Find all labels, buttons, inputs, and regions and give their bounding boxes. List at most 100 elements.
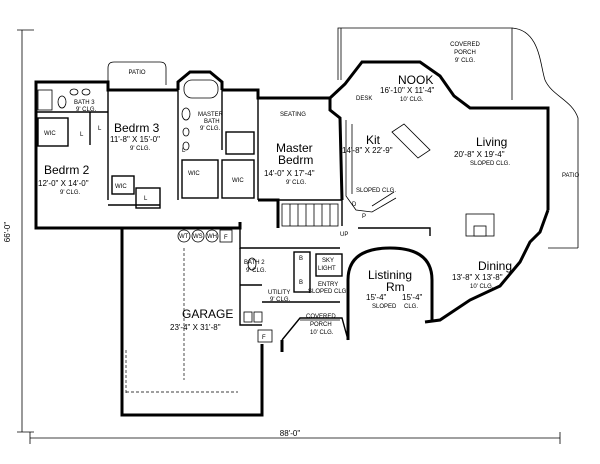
kit-dims: 14'-8" X 22'-9" xyxy=(342,146,393,155)
kitchen-island xyxy=(391,123,431,159)
linen-bedrm2: L xyxy=(80,132,84,138)
overall-width-dimension: 88'-0" xyxy=(29,429,561,444)
wt-label: WT xyxy=(179,234,189,240)
wic-master-1: WIC xyxy=(188,171,200,177)
bath3-name: BATH 3 xyxy=(74,100,95,106)
furnace-garage xyxy=(219,229,233,243)
bedrm3-name: Bedrm 3 xyxy=(114,121,160,135)
front-covered-porch: COVERED PORCH 10' CLG. xyxy=(306,314,336,336)
nook-clg: 10' CLG. xyxy=(400,97,424,103)
rear-covered-porch: COVERED PORCH 9' CLG. xyxy=(337,27,579,248)
listening-dim-left: 15'-4" xyxy=(366,293,387,302)
room-garage: GARAGE 23'-4" X 31'-8" xyxy=(170,307,233,332)
up-label: UP xyxy=(340,232,348,238)
rear-covered-porch-clg: 9' CLG. xyxy=(455,58,475,64)
linen-hall: L xyxy=(144,196,148,202)
water-heater xyxy=(205,229,219,243)
utility-clg: 9' CLG. xyxy=(270,297,290,303)
room-listening: Listining Rm 15'-4" 15'-4" SLOPED CLG. xyxy=(366,268,423,310)
bedrm2-name: Bedrm 2 xyxy=(44,163,90,177)
master-bedrm-line1: Master xyxy=(276,141,313,155)
bedrm3-dims: 11'-8" X 15'-0" xyxy=(110,135,160,144)
wic-master-2: WIC xyxy=(232,178,244,184)
room-utility: UTILITY 9' CLG. xyxy=(268,290,290,303)
dining-dims: 13'-8" X 13'-8" xyxy=(452,273,503,282)
bath2-name: BATH 2 xyxy=(244,260,265,266)
room-nook: NOOK 16'-10" X 11'-4" 10' CLG. DESK xyxy=(356,73,435,103)
dw-label: D xyxy=(352,202,357,208)
b-label-2: B xyxy=(299,280,303,286)
listening-clg-right: CLG. xyxy=(404,304,418,310)
sink-master-2 xyxy=(182,141,190,151)
master-bath-line2: BATH xyxy=(204,119,220,125)
room-kit: Kit 14'-8" X 22'-9" SLOPED CLG. D P xyxy=(342,133,396,220)
closet-labels: WIC WIC WIC WIC L L L L UP WT WS WH F F … xyxy=(44,126,348,341)
tub-bath3 xyxy=(37,89,53,111)
bedrm3-clg: 9' CLG. xyxy=(130,146,150,152)
listening-line2: Rm xyxy=(386,280,405,294)
room-bath2: BATH 2 9' CLG. xyxy=(244,260,266,274)
bedrm2-dims: 12'-0" X 14'-0" xyxy=(38,179,89,188)
dining-clg: 10' CLG. xyxy=(470,284,494,290)
wh-label: WH xyxy=(207,234,217,240)
kit-name: Kit xyxy=(366,133,381,147)
master-bath-clg: 9' CLG. xyxy=(200,126,220,132)
listening-dim-right: 15'-4" xyxy=(402,293,423,302)
water-softener xyxy=(191,229,205,243)
sink-bath3-1 xyxy=(69,88,79,96)
master-bedrm-line2: Bedrm xyxy=(278,153,313,167)
utility-name: UTILITY xyxy=(268,290,290,296)
wic-bedrm3: WIC xyxy=(115,184,127,190)
linen-bath3: L xyxy=(98,126,102,132)
nook-dims: 16'-10" X 11'-4" xyxy=(380,86,435,95)
rear-covered-porch-line2: PORCH xyxy=(454,50,476,56)
front-porch-clg: 10' CLG. xyxy=(310,330,334,336)
entry-clg: SLOPED CLG. xyxy=(308,289,348,295)
living-dims: 20'-8" X 19'-4" xyxy=(454,150,505,159)
sink-bath3-2 xyxy=(81,88,91,96)
garage-name: GARAGE xyxy=(182,307,233,321)
kit-clg: SLOPED CLG. xyxy=(356,188,396,194)
room-living: Living 20'-8" X 19'-4" SLOPED CLG. xyxy=(454,135,510,167)
front-porch-line1: COVERED xyxy=(306,314,336,320)
rear-covered-porch-line1: COVERED xyxy=(450,42,480,48)
furnace-utility xyxy=(257,329,273,343)
front-porch-line2: PORCH xyxy=(310,322,332,328)
room-master-bath: MASTER BATH 9' CLG. xyxy=(198,112,224,132)
room-master-bedrm: SEATING Master Bedrm 14'-0" X 17'-4" 9' … xyxy=(264,112,315,186)
listening-line1: Listining xyxy=(368,268,412,282)
patio-top: PATIO xyxy=(107,61,167,85)
overall-depth-dimension: 66'-0" xyxy=(3,29,34,433)
toilet-bath3 xyxy=(57,95,67,109)
master-bedrm-clg: 9' CLG. xyxy=(286,180,306,186)
fixtures xyxy=(37,79,495,343)
interior-walls xyxy=(36,82,434,395)
listening-clg-left: SLOPED xyxy=(372,304,397,310)
room-bedrm2: Bedrm 2 12'-0" X 14'-0" 9' CLG. xyxy=(38,163,90,196)
toilet-bath2 xyxy=(247,257,257,271)
entry-name: ENTRY xyxy=(318,282,338,288)
patio-top-label: PATIO xyxy=(128,70,145,76)
dining-name: Dining xyxy=(478,259,512,273)
overall-width-label: 88'-0" xyxy=(280,429,301,438)
pantry-label: P xyxy=(362,214,366,220)
garage-dims: 23'-4" X 31'-8" xyxy=(170,323,221,332)
room-entry: ENTRY SLOPED CLG. SKY LIGHT xyxy=(308,258,348,295)
f-label-utility: F xyxy=(262,335,266,341)
stairs xyxy=(281,203,339,227)
master-bedrm-dims: 14'-0" X 17'-4" xyxy=(264,169,315,178)
wic-bedrm2: WIC xyxy=(44,131,56,137)
ws-label: WS xyxy=(193,234,203,240)
master-bath-line1: MASTER xyxy=(198,112,224,118)
room-dining: Dining 13'-8" X 13'-8" 10' CLG. xyxy=(452,259,512,290)
living-name: Living xyxy=(476,135,507,149)
overall-depth-label: 66'-0" xyxy=(3,222,12,243)
room-bath3: BATH 3 9' CLG. xyxy=(74,100,96,113)
b-label-1: B xyxy=(299,256,303,262)
patio-right-label: PATIO xyxy=(562,173,579,179)
sky-light-line2: LIGHT xyxy=(318,266,336,272)
toilet-master xyxy=(181,107,191,121)
desk-label: DESK xyxy=(356,96,372,102)
sky-light-line1: SKY xyxy=(322,258,334,264)
